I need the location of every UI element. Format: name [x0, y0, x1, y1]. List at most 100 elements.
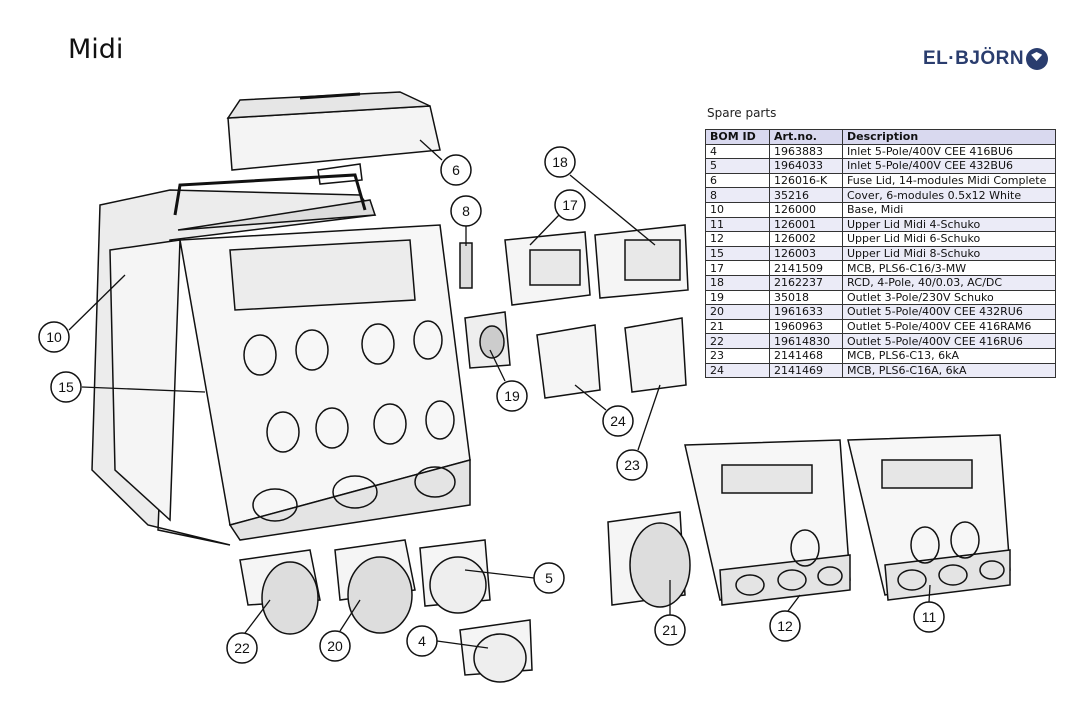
callout-circle [533, 562, 565, 594]
callout-circle [226, 632, 258, 664]
callout-23: 23 [616, 449, 648, 481]
callout-number: 24 [610, 413, 626, 429]
callout-number: 11 [922, 609, 937, 625]
callout-18: 18 [544, 146, 576, 178]
art-no-cell: 2162237 [769, 274, 843, 291]
callout-number: 20 [327, 638, 343, 654]
description-cell: Outlet 5-Pole/400V CEE 432RU6 [842, 304, 1056, 320]
description-cell: Upper Lid Midi 4-Schuko [842, 216, 1056, 233]
art-no-cell: 2141509 [769, 260, 843, 276]
callout-number: 8 [462, 203, 470, 219]
mcb-17-part [504, 231, 591, 306]
callout-circle [450, 195, 482, 227]
callout-circle [406, 625, 438, 657]
rcd-part [594, 224, 689, 299]
callout-12: 12 [769, 610, 801, 642]
callout-24: 24 [602, 405, 634, 437]
fuse-lid-part [226, 91, 441, 185]
outlet-22-part [239, 549, 321, 635]
outlet-20-part [334, 539, 416, 634]
column-header: BOM ID [705, 129, 770, 145]
callout-number: 17 [562, 197, 578, 213]
description-cell: Outlet 5-Pole/400V CEE 416RU6 [842, 333, 1056, 349]
callout-circle [38, 321, 70, 353]
callout-circle [616, 449, 648, 481]
art-no-cell: 126000 [769, 201, 843, 218]
callout-11: 11 [913, 601, 945, 633]
upper-lid-12-part [684, 439, 851, 606]
bom-id-cell: 20 [705, 304, 770, 320]
art-no-cell: 126016-K [769, 172, 843, 189]
callout-circle [50, 371, 82, 403]
art-no-cell: 35216 [769, 187, 843, 203]
callout-20: 20 [319, 630, 351, 662]
callout-number: 6 [452, 162, 460, 178]
callout-number: 21 [662, 622, 678, 638]
callout-6: 6 [440, 154, 472, 186]
art-no-cell: 126002 [769, 231, 843, 247]
callout-circle [319, 630, 351, 662]
mcb-24-part [536, 324, 601, 399]
column-header: Art.no. [769, 129, 843, 145]
mcb-23-part [624, 317, 687, 393]
outlet-21-part [607, 511, 691, 608]
upper-lid-11-part [847, 434, 1011, 601]
leader-lines [68, 139, 931, 649]
bom-id-cell: 22 [705, 333, 770, 349]
callout-22: 22 [226, 632, 258, 664]
callout-10: 10 [38, 321, 70, 353]
spare-parts-heading: Spare parts [707, 106, 777, 120]
callout-8: 8 [450, 195, 482, 227]
description-cell: Inlet 5-Pole/400V CEE 416BU6 [842, 143, 1056, 160]
callout-number: 22 [234, 640, 250, 656]
callout-number: 5 [545, 570, 553, 586]
callout-number: 12 [777, 618, 793, 634]
bom-id-cell: 24 [705, 362, 770, 379]
bom-id-cell: 5 [705, 158, 770, 174]
description-cell: Inlet 5-Pole/400V CEE 432BU6 [842, 158, 1056, 174]
logo-globe-icon [1026, 48, 1049, 70]
callout-number: 23 [624, 457, 640, 473]
callout-circle [654, 614, 686, 646]
callout-circle [440, 154, 472, 186]
callout-number: 18 [552, 154, 568, 170]
callout-21: 21 [654, 614, 686, 646]
callout-circle [913, 601, 945, 633]
art-no-cell: 1960963 [769, 318, 843, 335]
callout-circle [554, 189, 586, 221]
art-no-cell: 126001 [769, 216, 843, 233]
upper-lid-part [179, 224, 471, 541]
inlet-5-part [419, 539, 491, 614]
callout-circle [602, 405, 634, 437]
callout-circle [769, 610, 801, 642]
art-no-cell: 2141469 [769, 362, 843, 379]
description-cell: Upper Lid Midi 8-Schuko [842, 245, 1056, 262]
description-cell: MCB, PLS6-C13, 6kA [842, 347, 1056, 364]
description-cell: Outlet 5-Pole/400V CEE 416RAM6 [842, 318, 1056, 335]
cover-part [459, 242, 473, 289]
bom-id-cell: 18 [705, 274, 770, 291]
description-cell: RCD, 4-Pole, 40/0.03, AC/DC [842, 274, 1056, 291]
description-cell: MCB, PLS6-C16A, 6kA [842, 362, 1056, 379]
callout-circle [496, 380, 528, 412]
inlet-4-part [459, 619, 533, 683]
art-no-cell: 1961633 [769, 304, 843, 320]
callout-5: 5 [533, 562, 565, 594]
callout-15: 15 [50, 371, 82, 403]
art-no-cell: 1963883 [769, 143, 843, 160]
callout-17: 17 [554, 189, 586, 221]
